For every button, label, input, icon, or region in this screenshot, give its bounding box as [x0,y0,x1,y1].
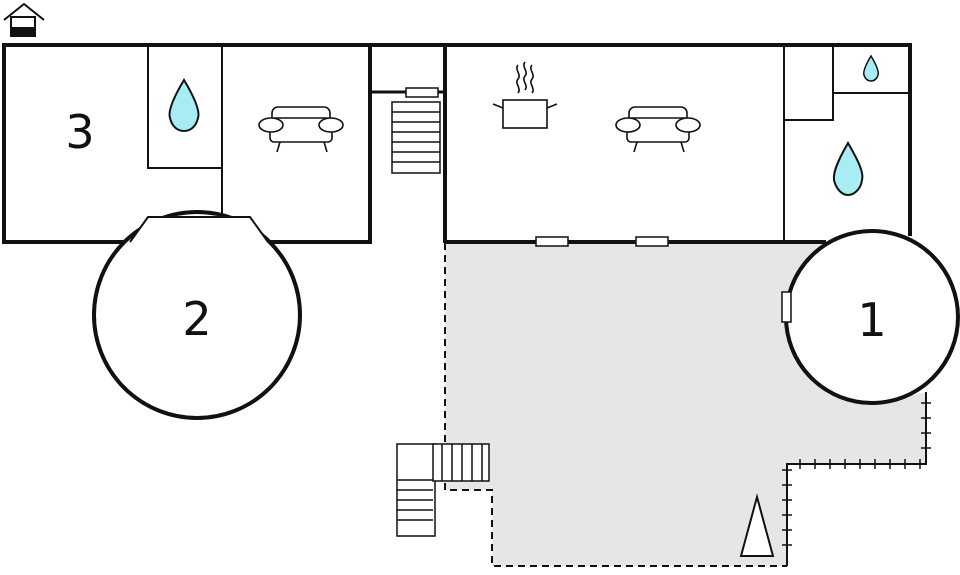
cooking-pot-icon [492,61,558,129]
terrace-outline [444,243,787,567]
compass-north-icon [739,493,775,557]
house-icon [3,2,45,37]
room-2-label: 2 [182,292,211,346]
left-wing-walls [2,43,372,244]
water-drop-icon [168,78,200,133]
water-drop-icon [832,141,864,197]
room-2-entry [129,216,269,243]
sofa-icon [258,106,344,153]
windows [405,87,792,323]
room-1-label: 1 [857,293,886,347]
room-2-outline [92,210,302,420]
stairs-icon [391,101,441,174]
exterior-stairs-icon [396,443,490,537]
right-wing-walls [445,43,912,244]
terrace-area [445,243,926,566]
water-drop-icon [863,54,879,82]
room-3-label: 3 [65,105,94,159]
terrace-railing [782,392,931,566]
sofa-icon [615,106,701,153]
